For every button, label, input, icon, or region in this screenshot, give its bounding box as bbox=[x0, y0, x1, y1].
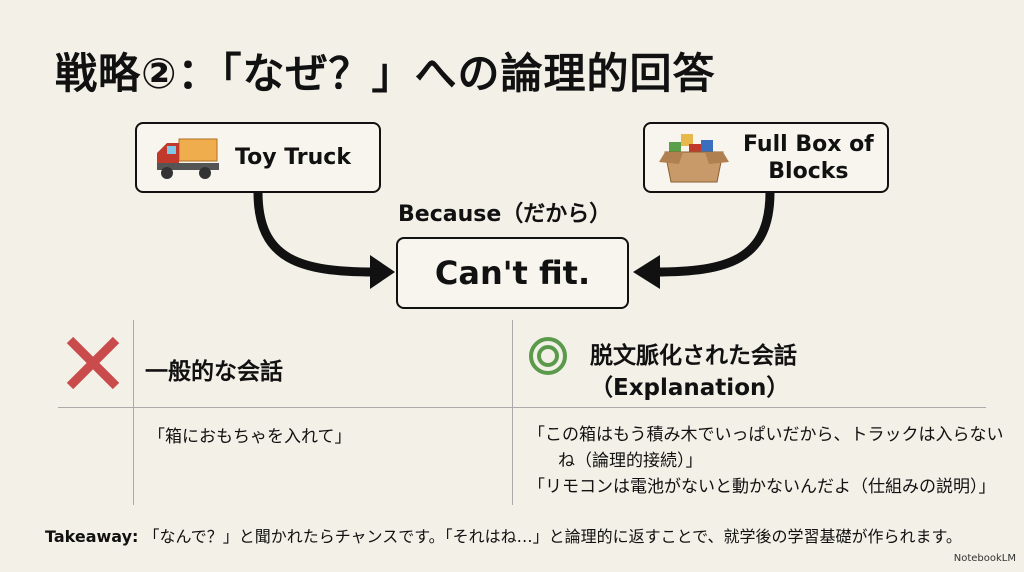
slide-title: 戦略②：「なぜ？」への論理的回答 bbox=[55, 49, 716, 98]
good-heading-sub: （Explanation） bbox=[590, 375, 790, 401]
good-heading: 脱文脈化された会話 bbox=[590, 343, 797, 369]
dump-truck-icon bbox=[157, 138, 219, 179]
left-arrowhead bbox=[370, 255, 395, 289]
good-example-1-cont: ね（論理的接続）」 bbox=[558, 451, 703, 471]
good-example-1: 「この箱はもう積み木でいっぱいだから、トラックは入らない bbox=[528, 425, 1004, 445]
divider bbox=[133, 320, 134, 505]
toy-truck-box: Toy Truck bbox=[135, 122, 381, 193]
x-mark-icon bbox=[66, 336, 120, 390]
divider bbox=[512, 320, 513, 505]
takeaway: Takeaway: 「なんで？」と聞かれたらチャンスです。「それはね…」と論理的… bbox=[45, 523, 962, 547]
box-of-blocks-icon bbox=[659, 133, 729, 182]
result-box: Can't fit. bbox=[396, 237, 629, 309]
box-label-line2: Blocks bbox=[768, 158, 849, 184]
brand-watermark: NotebookLM bbox=[953, 553, 1016, 564]
because-label: Because（だから） bbox=[398, 202, 612, 227]
takeaway-text: 「なんで？」と聞かれたらチャンスです。「それはね…」と論理的に返すことで、就学後… bbox=[143, 527, 962, 546]
box-of-blocks-box: Full Box of Blocks bbox=[643, 122, 889, 193]
bad-heading: 一般的な会話 bbox=[145, 359, 283, 385]
toy-truck-label: Toy Truck bbox=[235, 145, 351, 170]
divider bbox=[58, 407, 986, 408]
good-example-2: 「リモコンは電池がないと動かないんだよ（仕組みの説明）」 bbox=[528, 477, 996, 497]
left-arrow bbox=[253, 191, 376, 277]
box-label-line1: Full Box of bbox=[743, 131, 874, 157]
takeaway-label: Takeaway: bbox=[45, 527, 139, 546]
right-arrow bbox=[654, 191, 775, 277]
bad-example: 「箱におもちゃを入れて」 bbox=[148, 427, 352, 447]
right-arrowhead bbox=[633, 255, 660, 289]
double-circle-icon bbox=[529, 337, 567, 375]
